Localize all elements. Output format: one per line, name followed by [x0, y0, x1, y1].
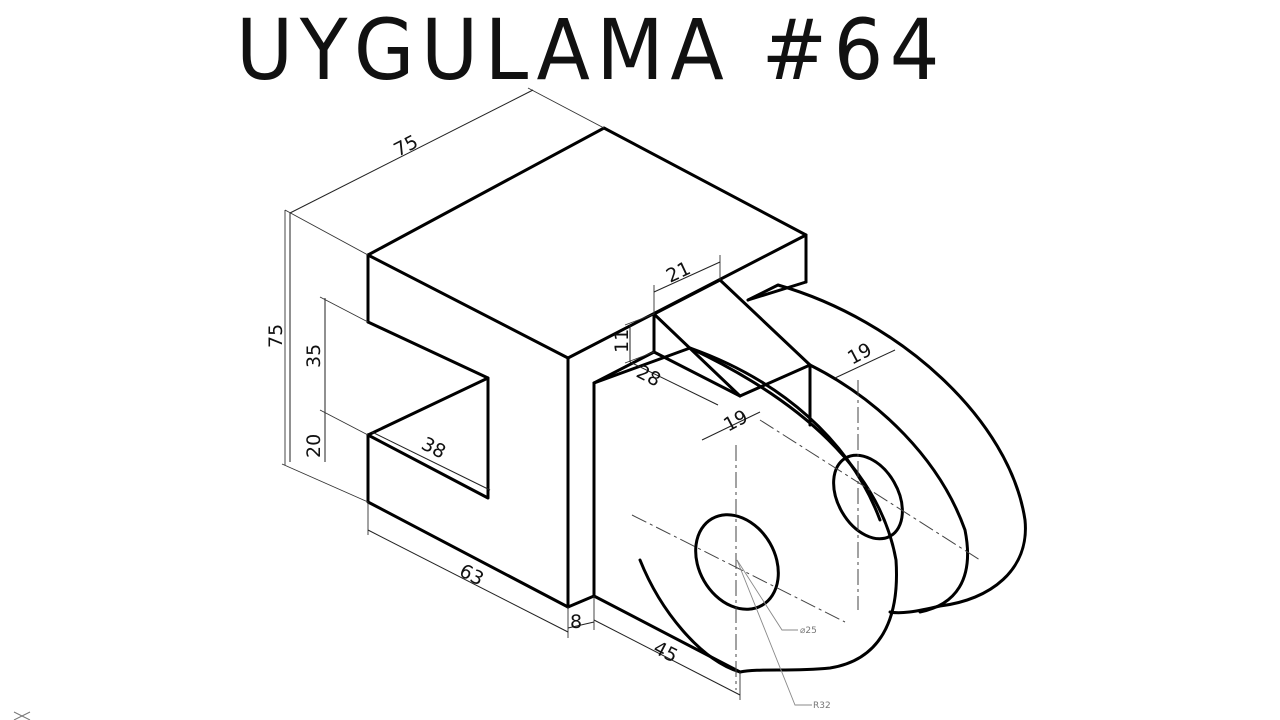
dim-11: 11	[611, 329, 633, 353]
dim-35: 35	[303, 344, 325, 368]
drawing-title: UYGULAMA #64	[236, 1, 947, 99]
back-lug-profile	[746, 283, 1027, 615]
back-hole	[832, 453, 904, 541]
dim-r32: R32	[813, 701, 831, 711]
object-outline	[366, 126, 1027, 674]
dim-20: 20	[303, 434, 325, 458]
front-hole	[694, 513, 780, 611]
dim-8: 8	[570, 611, 582, 633]
dim-19-back: 19	[844, 339, 876, 370]
leaders	[736, 559, 812, 706]
corner-mark	[13, 711, 31, 720]
dimension-texts: 75 75 35 20 38 63 8 45 21 11 28 19 19 ⌀2…	[265, 131, 876, 711]
main-block-top-face	[366, 126, 808, 360]
dim-phi25: ⌀25	[800, 626, 817, 636]
dimension-lines	[281, 87, 896, 700]
center-lines	[631, 380, 981, 690]
dim-75-height: 75	[265, 324, 287, 348]
dim-63: 63	[456, 560, 488, 591]
dim-75-top: 75	[390, 131, 422, 162]
dim-21: 21	[663, 257, 694, 287]
dim-19-front: 19	[720, 406, 752, 437]
dim-38: 38	[418, 433, 450, 464]
front-lug-profile	[592, 346, 898, 674]
cropped-header-text: ▔▔▔ ▔▔▔ ▔▔	[300, 0, 752, 24]
